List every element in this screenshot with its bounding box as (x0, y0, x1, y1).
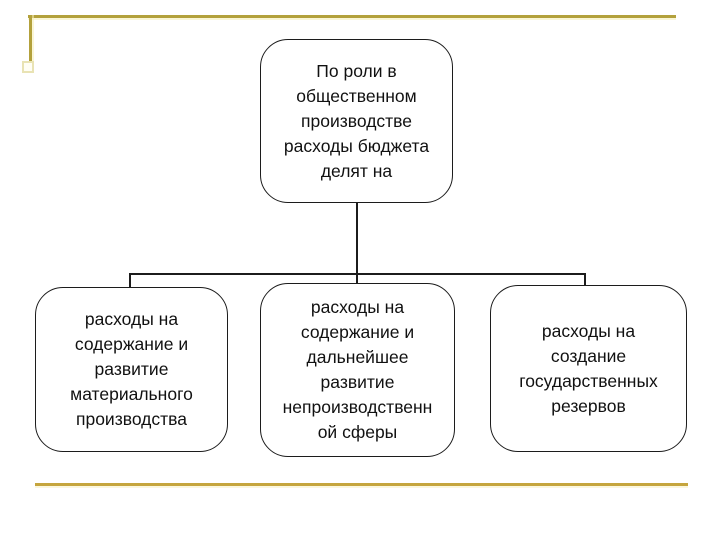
diagram-child-text: расходы на создание государственных резе… (519, 320, 658, 416)
diagram-child-box-nonproduction-sphere: расходы на содержание и дальнейшее разви… (260, 283, 455, 457)
connector-drop-middle (356, 273, 358, 284)
top-accent-rule (28, 15, 676, 18)
left-accent-rule (29, 15, 32, 63)
connector-stem (356, 203, 358, 274)
connector-drop-right (584, 273, 586, 286)
diagram-child-box-material-production: расходы на содержание и развитие материа… (35, 287, 228, 452)
connector-drop-left (129, 273, 131, 288)
diagram-child-text: расходы на содержание и дальнейшее разви… (282, 297, 433, 442)
diagram-root-text: По роли в общественном производстве расх… (283, 60, 430, 181)
diagram-root-box: По роли в общественном производстве расх… (260, 39, 453, 203)
bottom-accent-rule (35, 483, 688, 486)
diagram-child-text: расходы на содержание и развитие материа… (70, 309, 193, 429)
accent-square-bullet (22, 61, 34, 73)
diagram-child-box-state-reserves: расходы на создание государственных резе… (490, 285, 687, 452)
